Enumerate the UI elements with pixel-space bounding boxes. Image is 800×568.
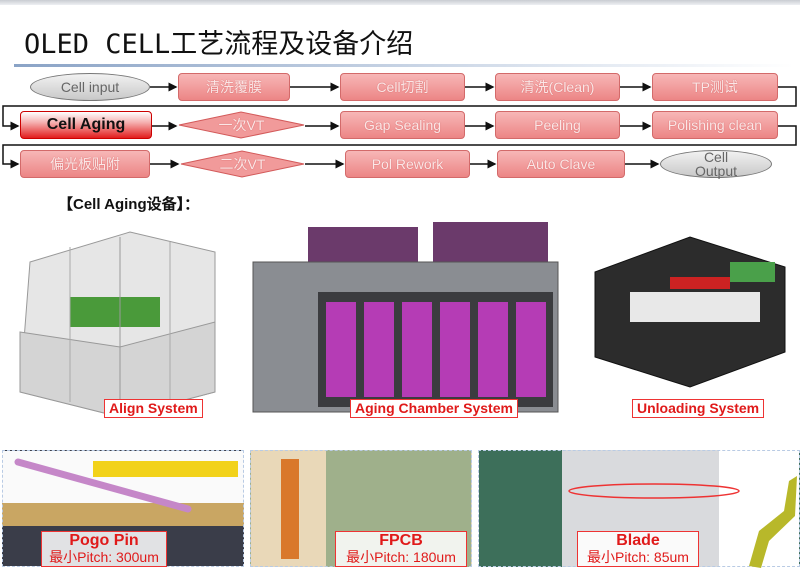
- pogo-pin-pitch: 最小Pitch: 300um: [49, 549, 159, 565]
- flow-step-clean-film: 清洗覆膜: [178, 73, 290, 101]
- flow-step-polishing-clean: Polishing clean: [652, 111, 778, 139]
- section-label: 【Cell Aging设备】：: [58, 196, 200, 213]
- flow-decision-label: 二次VT: [219, 156, 266, 172]
- fpcb-panel: FPCB 最小Pitch: 180um: [250, 450, 472, 567]
- flow-step-tp-test: TP测试: [652, 73, 778, 101]
- flow-decision-label: 一次VT: [218, 117, 265, 133]
- blade-panel: Blade 最小Pitch: 85um: [478, 450, 800, 568]
- flow-step-cell-output: Cell Output: [660, 150, 772, 178]
- align-system-caption: Align System: [104, 399, 203, 418]
- blade-label: Blade 最小Pitch: 85um: [577, 531, 699, 567]
- flow-step-peeling: Peeling: [495, 111, 620, 139]
- flow-step-gap-sealing: Gap Sealing: [340, 111, 465, 139]
- blade-highlight: [568, 483, 740, 499]
- flow-step-pol-rework: Pol Rework: [345, 150, 470, 178]
- align-system-image: [19, 231, 216, 417]
- blade-tip-image: [749, 476, 797, 568]
- aging-chamber-image: [252, 222, 559, 413]
- pogo-pin-label: Pogo Pin 最小Pitch: 300um: [41, 531, 167, 567]
- slide-top-bar: [0, 0, 800, 5]
- title-divider: [14, 64, 794, 67]
- pogo-pin-image: [14, 458, 238, 513]
- flow-step-cell-input: Cell input: [30, 73, 150, 101]
- aging-chamber-caption: Aging Chamber System: [350, 399, 518, 418]
- flow-step-clean: 清洗(Clean): [495, 73, 620, 101]
- unloading-system-caption: Unloading System: [632, 399, 765, 418]
- flow-step-auto-clave: Auto Clave: [497, 150, 625, 178]
- pogo-pin-name: Pogo Pin: [69, 532, 139, 549]
- blade-pitch: 最小Pitch: 85um: [587, 549, 689, 565]
- pogo-pin-panel: Pogo Pin 最小Pitch: 300um: [2, 450, 244, 567]
- page-title: OLED CELL工艺流程及设备介绍: [24, 29, 414, 60]
- flow-decision-vt1: 一次VT: [178, 111, 305, 139]
- blade-name: Blade: [616, 532, 660, 549]
- fpcb-flex-image: [281, 459, 299, 559]
- unloading-system-image: [594, 236, 786, 388]
- flow-connectors: [2, 82, 797, 169]
- flow-decision-vt2: 二次VT: [180, 150, 305, 178]
- flow-step-cell-aging: Cell Aging: [20, 111, 152, 139]
- flow-step-cell-cut: Cell切割: [340, 73, 465, 101]
- fpcb-pitch: 最小Pitch: 180um: [346, 549, 456, 565]
- flow-step-polarizer-attach: 偏光板贴附: [20, 150, 150, 178]
- fpcb-name: FPCB: [379, 532, 423, 549]
- fpcb-label: FPCB 最小Pitch: 180um: [335, 531, 467, 567]
